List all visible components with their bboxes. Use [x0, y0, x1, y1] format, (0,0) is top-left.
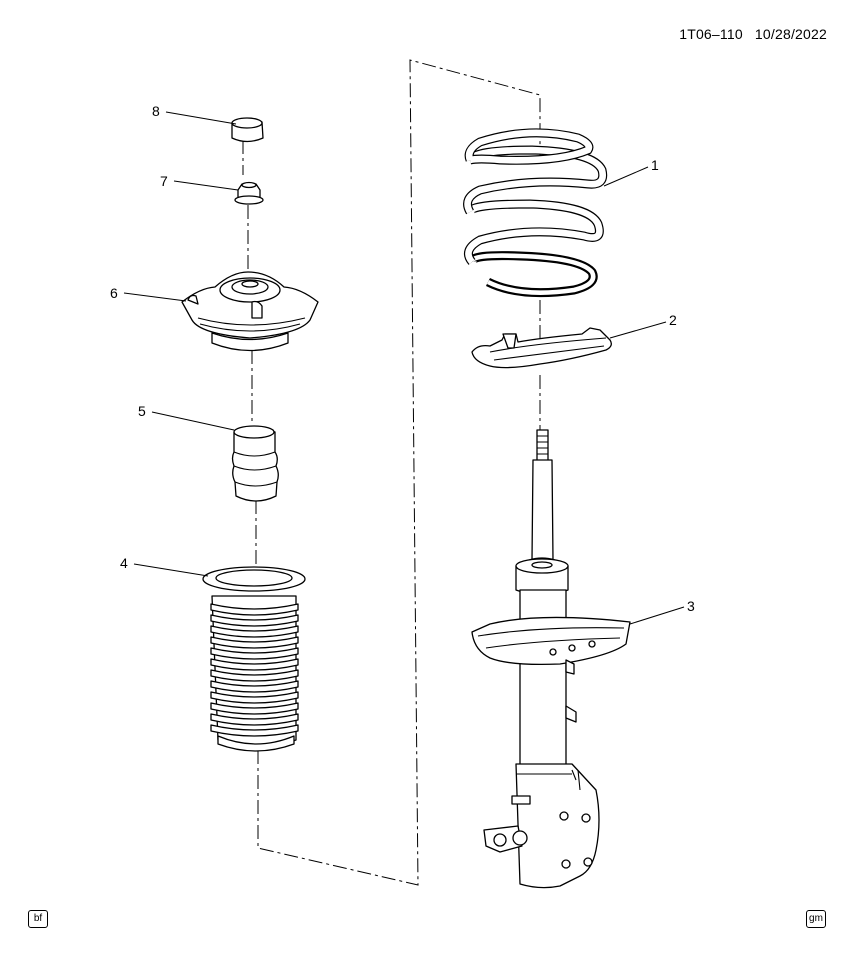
- boot-rib: [210, 647, 299, 660]
- centerline-loop: [257, 59, 541, 886]
- boot-rib: [210, 713, 299, 726]
- leader-lines: [123, 111, 685, 625]
- leader-3: [629, 606, 685, 625]
- callout-labels: 8 7 6 5 4 1 2 3: [110, 103, 695, 614]
- boot-rib: [210, 636, 299, 649]
- boot-ribs: [210, 603, 299, 737]
- part-6-strut-mount: [181, 271, 319, 352]
- callout-5: 5: [138, 403, 146, 419]
- part-8-cap: [231, 117, 264, 143]
- boot-rib: [210, 603, 299, 616]
- diagram-code: 1T06–110: [679, 26, 743, 42]
- callout-6: 6: [110, 285, 118, 301]
- leader-2: [609, 321, 667, 339]
- boot-rib: [210, 702, 299, 715]
- leader-5: [151, 411, 235, 431]
- leader-7: [173, 180, 239, 191]
- bf-badge: bf: [28, 910, 48, 928]
- diagram-header: 1T06–110 10/28/2022: [671, 26, 827, 42]
- boot-rib: [210, 680, 299, 693]
- part-3-strut: [471, 429, 631, 889]
- boot-rib: [210, 658, 299, 671]
- leader-1: [603, 166, 649, 187]
- callout-7: 7: [160, 173, 168, 189]
- centerlines: [242, 59, 541, 886]
- callout-2: 2: [669, 312, 677, 328]
- part-2-spring-seat: [471, 327, 612, 369]
- leader-4: [133, 563, 209, 577]
- callout-1: 1: [651, 157, 659, 173]
- boot-rib: [210, 669, 299, 682]
- callout-8: 8: [152, 103, 160, 119]
- part-1-coil-spring: [463, 128, 608, 298]
- callout-3: 3: [687, 598, 695, 614]
- boot-rib: [210, 614, 299, 627]
- leader-8: [165, 111, 237, 125]
- diagram-date: 10/28/2022: [754, 26, 827, 42]
- part-4-dust-boot: [202, 566, 306, 752]
- leader-6: [123, 292, 187, 302]
- part-7-nut: [234, 181, 264, 205]
- callout-4: 4: [120, 555, 128, 571]
- gm-logo: gm: [806, 910, 826, 928]
- boot-rib: [210, 691, 299, 704]
- boot-rib: [210, 724, 299, 737]
- part-5-bumper: [231, 425, 279, 502]
- boot-rib: [210, 625, 299, 638]
